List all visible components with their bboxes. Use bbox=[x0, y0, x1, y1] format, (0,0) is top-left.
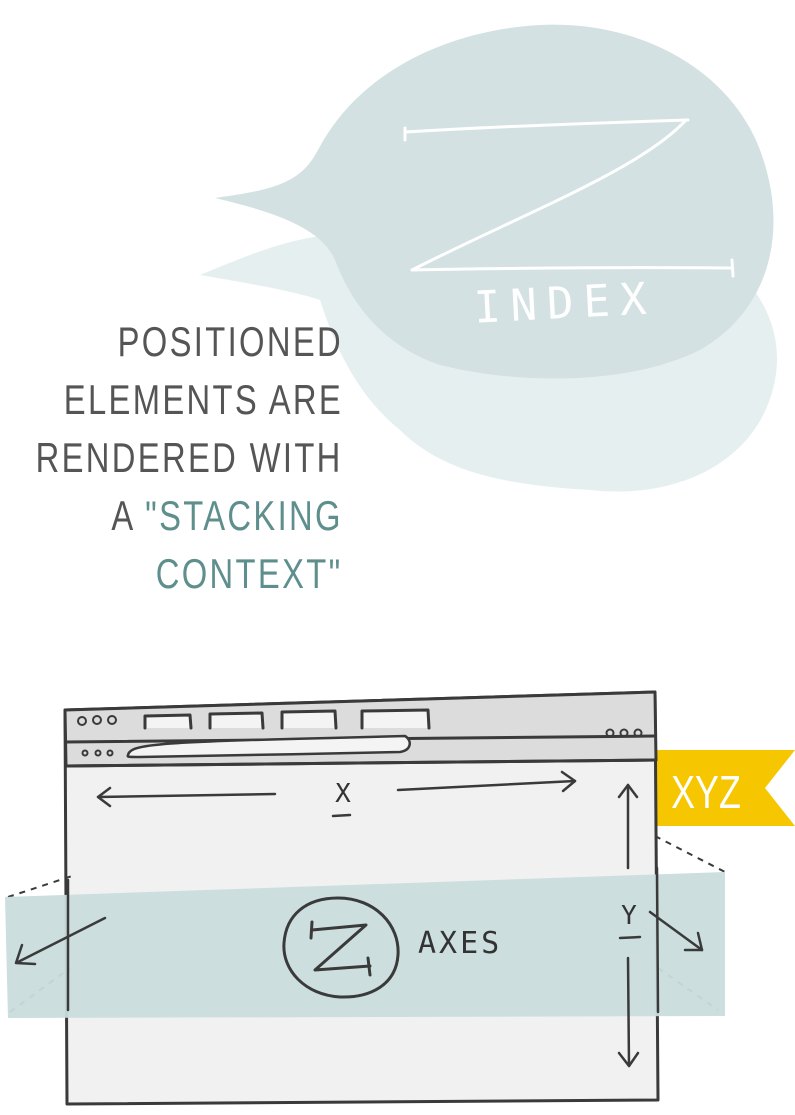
caption-highlight-2: CONTEXT" bbox=[156, 550, 343, 597]
caption-line-3: RENDERED WITH bbox=[35, 434, 343, 481]
bubble-front bbox=[215, 24, 774, 379]
caption-line-4-prefix: A bbox=[111, 492, 146, 539]
axes-word: AXES bbox=[418, 926, 502, 961]
flag-label: XYZ bbox=[671, 767, 741, 818]
caption-line-1: POSITIONED bbox=[117, 318, 343, 365]
y-axis-label: Y bbox=[621, 901, 637, 931]
z-circle-icon bbox=[282, 896, 400, 999]
index-word: INDEX bbox=[473, 273, 658, 333]
axes-arrows-icon bbox=[14, 770, 704, 1068]
caption-line-4: A "STACKING bbox=[111, 487, 343, 545]
x-axis-label: X bbox=[335, 779, 351, 809]
window-dots-icon bbox=[77, 715, 643, 757]
caption-line-2: ELEMENTS ARE bbox=[63, 376, 343, 423]
z-axis-band bbox=[5, 872, 725, 1018]
window-edges-over-band bbox=[66, 866, 660, 1014]
xyz-flag bbox=[657, 750, 795, 826]
z-letter-icon bbox=[403, 118, 735, 278]
caption-highlight-1: "STACKING bbox=[145, 492, 343, 539]
